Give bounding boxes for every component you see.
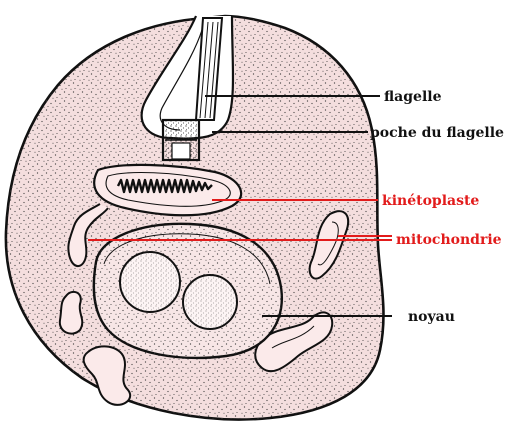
label-poche-du-flagelle: poche du flagelle — [370, 125, 504, 141]
nucleolus-left-stipple — [120, 252, 180, 312]
nucleus — [94, 224, 282, 358]
mitochondrion-fragment-lower-left — [60, 292, 82, 334]
nucleolus-right-stipple — [183, 275, 237, 329]
label-mitochondrie: mitochondrie — [396, 232, 502, 248]
labels: flagelle poche du flagelle kinétoplaste … — [370, 89, 504, 325]
basal-body — [163, 120, 199, 160]
label-noyau: noyau — [408, 309, 455, 325]
basal-body-core — [172, 143, 190, 159]
label-flagelle: flagelle — [384, 89, 442, 105]
label-kinetoplaste: kinétoplaste — [382, 193, 479, 209]
